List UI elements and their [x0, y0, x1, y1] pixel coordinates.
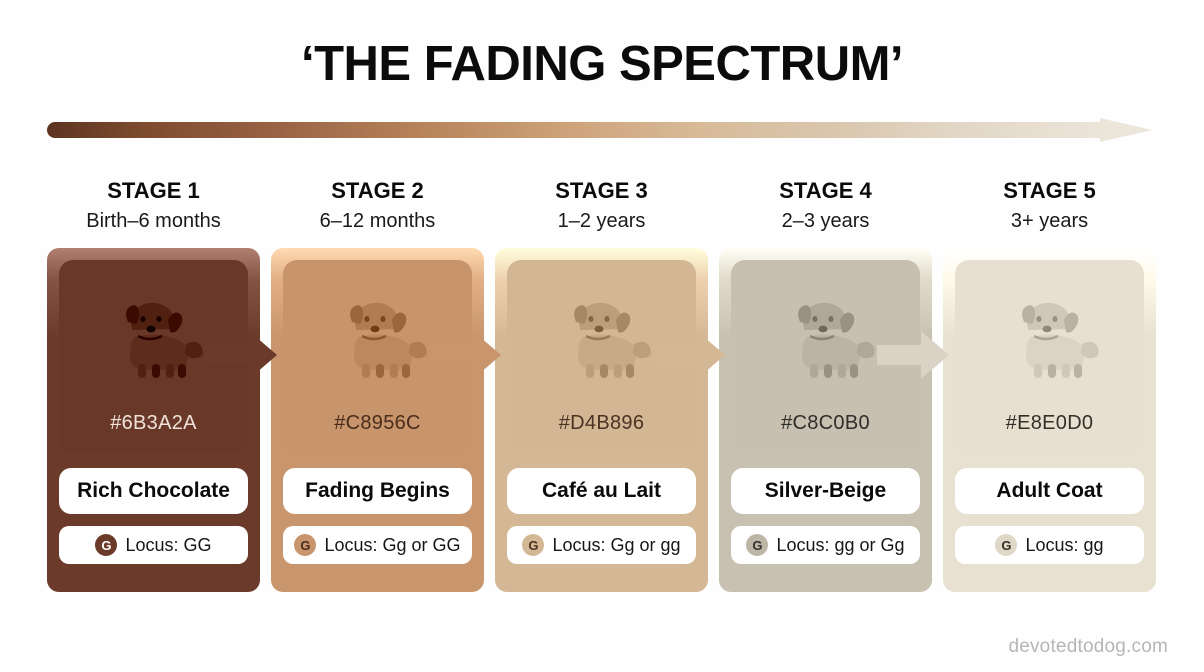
stage-age-1: Birth–6 months — [86, 210, 221, 232]
color-swatch-1: #6B3A2A — [59, 260, 248, 453]
locus-text-2: Locus: Gg or GG — [324, 534, 461, 555]
dog-icon — [573, 302, 651, 378]
stage-age-2: 6–12 months — [319, 210, 436, 232]
locus-pill-5: G Locus: gg — [955, 526, 1144, 564]
stage-label-pill-5: Adult Coat — [955, 468, 1144, 514]
hex-code-1: #6B3A2A — [110, 412, 197, 434]
spectrum-gradient-arrow — [47, 118, 1157, 142]
locus-pill-3: G Locus: Gg or gg — [507, 526, 696, 564]
dog-icon — [797, 302, 875, 378]
locus-pill-1: G Locus: GG — [59, 526, 248, 564]
stage-column-1[interactable]: STAGE 1 Birth–6 months #6B3A2A Rich Choc… — [47, 176, 260, 592]
stage-body-5: #E8E0D0 Adult Coat G Locus: gg — [943, 248, 1156, 592]
stage-header-3: STAGE 3 1–2 years — [495, 176, 708, 248]
hex-code-4: #C8C0B0 — [781, 412, 870, 434]
color-swatch-3: #D4B896 — [507, 260, 696, 453]
g-locus-badge-icon: G — [995, 534, 1018, 556]
color-swatch-5: #E8E0D0 — [955, 260, 1144, 453]
stage-name-3: STAGE 3 — [555, 178, 648, 203]
stage-age-3: 1–2 years — [557, 210, 646, 232]
locus-pill-4: G Locus: gg or Gg — [731, 526, 920, 564]
stage-body-2: #C8956C Fading Begins G Locus: Gg or GG — [271, 248, 484, 592]
stage-body-3: #D4B896 Café au Lait G Locus: Gg or gg — [495, 248, 708, 592]
stage-name-1: STAGE 1 — [107, 178, 200, 203]
stage-age-4: 2–3 years — [781, 210, 870, 232]
stage-column-3[interactable]: STAGE 3 1–2 years #D4B896 Café au Lait G… — [495, 176, 708, 592]
locus-text-4: Locus: gg or Gg — [776, 534, 905, 555]
watermark: devotedtodog.com — [1008, 636, 1168, 657]
hex-code-3: #D4B896 — [558, 412, 645, 434]
stage-name-2: STAGE 2 — [331, 178, 424, 203]
locus-pill-2: G Locus: Gg or GG — [283, 526, 472, 564]
locus-text-1: Locus: GG — [125, 534, 212, 555]
stage-column-2[interactable]: STAGE 2 6–12 months #C8956C Fading Begin… — [271, 176, 484, 592]
stage-header-5: STAGE 5 3+ years — [943, 176, 1156, 248]
stage-label-pill-3: Café au Lait — [507, 468, 696, 514]
hex-code-2: #C8956C — [334, 412, 421, 434]
stage-label-pill-1: Rich Chocolate — [59, 468, 248, 514]
stage-header-2: STAGE 2 6–12 months — [271, 176, 484, 248]
stage-column-5[interactable]: STAGE 5 3+ years #E8E0D0 Adult Coat G Lo… — [943, 176, 1156, 592]
stage-name-5: STAGE 5 — [1003, 178, 1096, 203]
stage-body-4: #C8C0B0 Silver-Beige G Locus: gg or Gg — [719, 248, 932, 592]
stage-column-4[interactable]: STAGE 4 2–3 years #C8C0B0 Silver-Beige G… — [719, 176, 932, 592]
locus-text-5: Locus: gg — [1025, 534, 1104, 555]
hex-code-5: #E8E0D0 — [1005, 412, 1094, 434]
locus-text-3: Locus: Gg or gg — [552, 534, 681, 555]
spectrum-arrowhead-icon — [1100, 118, 1152, 142]
page-title: ‘THE FADING SPECTRUM’ — [300, 37, 904, 91]
g-locus-badge-icon: G — [294, 534, 317, 556]
g-locus-badge-icon: G — [522, 534, 545, 556]
stage-body-1: #6B3A2A Rich Chocolate G Locus: GG — [47, 248, 260, 592]
stage-name-4: STAGE 4 — [779, 178, 872, 203]
stage-label-pill-4: Silver-Beige — [731, 468, 920, 514]
g-locus-badge-icon: G — [746, 534, 769, 556]
spectrum-gradient-bar — [47, 122, 1107, 138]
stage-header-1: STAGE 1 Birth–6 months — [47, 176, 260, 248]
color-swatch-4: #C8C0B0 — [731, 260, 920, 453]
dog-icon — [349, 302, 427, 378]
dog-icon — [125, 302, 203, 378]
stage-grid: STAGE 1 Birth–6 months #6B3A2A Rich Choc… — [47, 176, 1157, 592]
g-locus-badge-icon: G — [95, 534, 118, 556]
stage-label-pill-2: Fading Begins — [283, 468, 472, 514]
stage-age-5: 3+ years — [1010, 210, 1089, 232]
dog-icon — [1021, 302, 1099, 378]
stage-header-4: STAGE 4 2–3 years — [719, 176, 932, 248]
color-swatch-2: #C8956C — [283, 260, 472, 453]
